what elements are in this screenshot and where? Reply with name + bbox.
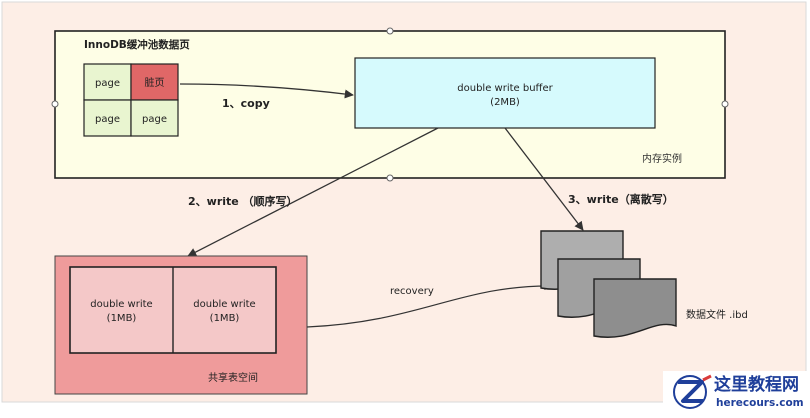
selection-handle bbox=[721, 100, 729, 108]
watermark-url: herecours.com bbox=[716, 397, 804, 409]
dw-block-label: double write bbox=[193, 299, 255, 310]
dw-block-size: (1MB) bbox=[107, 313, 137, 324]
dw-block-label: double write bbox=[90, 299, 152, 310]
page-cell bbox=[83, 99, 132, 137]
dw-block-size: (1MB) bbox=[210, 313, 240, 324]
random-write-label: 3、write（离散写） bbox=[568, 192, 674, 206]
page-label: page bbox=[95, 114, 120, 125]
copy-arrow-label: 1、copy bbox=[222, 97, 270, 110]
document-stack-icon bbox=[540, 230, 677, 338]
data-files-label: 数据文件 .ibd bbox=[686, 308, 748, 321]
dwb-label: double write buffer bbox=[457, 83, 553, 94]
shared-tablespace-label: 共享表空间 bbox=[208, 371, 258, 384]
sequential-write-arrow bbox=[187, 127, 439, 257]
page-label: page bbox=[95, 78, 120, 89]
shared-tablespace-box: double write (1MB) double write (1MB) 共享… bbox=[54, 255, 308, 395]
sequential-write-label: 2、write （顺序写） bbox=[188, 194, 298, 208]
page-cell bbox=[83, 63, 132, 101]
selection-handle bbox=[386, 27, 394, 35]
page-cell bbox=[130, 99, 179, 137]
dwb-size-label: (2MB) bbox=[490, 97, 520, 108]
buffer-pool-title: InnoDB缓冲池数据页 bbox=[84, 38, 190, 51]
watermark-title: 这里教程网 bbox=[714, 374, 799, 395]
random-write-arrow bbox=[504, 127, 584, 231]
recovery-label: recovery bbox=[390, 286, 434, 297]
copy-arrow bbox=[179, 83, 354, 99]
dirty-page-label: 脏页 bbox=[145, 76, 165, 89]
double-write-buffer-box: double write buffer (2MB) bbox=[354, 57, 656, 129]
dirty-page-cell bbox=[130, 63, 179, 101]
z-logo-icon bbox=[673, 374, 712, 409]
memory-instance-label: 内存实例 bbox=[642, 152, 682, 165]
page-label: page bbox=[142, 114, 167, 125]
watermark: 这里教程网 herecours.com bbox=[663, 371, 810, 413]
recovery-arrow bbox=[306, 281, 553, 328]
buffer-pool-pages: page 脏页 page page bbox=[83, 63, 179, 137]
selection-handle bbox=[51, 100, 59, 108]
selection-handle bbox=[386, 174, 394, 182]
